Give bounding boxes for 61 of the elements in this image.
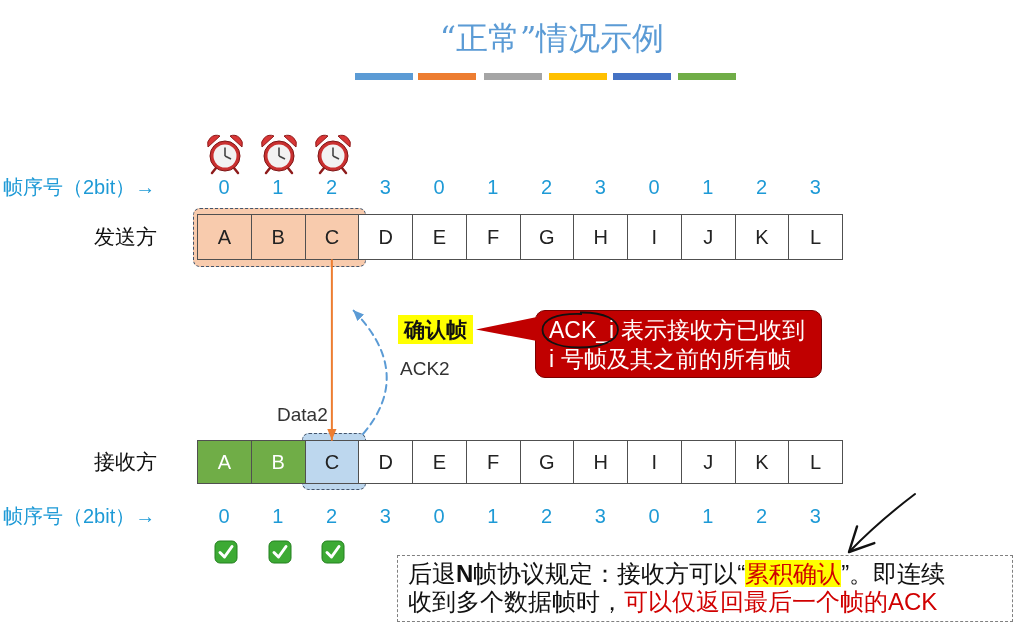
- sequence-number: 0: [433, 504, 445, 529]
- frame-cell: L: [788, 440, 843, 484]
- row-label: 发送方: [94, 224, 157, 250]
- frame-cell: E: [412, 440, 467, 484]
- frame-cell: B: [250, 214, 306, 260]
- sequence-number: 2: [755, 175, 768, 200]
- frame-cell: E: [412, 214, 467, 260]
- sequence-number: 0: [218, 175, 230, 200]
- frame-cell: D: [358, 440, 413, 484]
- frame-cell: J: [680, 440, 736, 484]
- row-label: 帧序号（2bit）→: [3, 175, 156, 200]
- title: “正常”情况示例: [439, 18, 665, 59]
- row-label: 接收方: [94, 449, 157, 475]
- sequence-number: 1: [272, 504, 284, 529]
- sequence-number: 3: [809, 175, 821, 200]
- sequence-number: 1: [702, 175, 714, 200]
- dashed-arrow: [352, 309, 388, 435]
- sequence-number: 3: [379, 175, 391, 200]
- frame-cell: H: [573, 214, 628, 260]
- frame-cell: F: [465, 214, 521, 260]
- sequence-number: 0: [218, 504, 230, 529]
- frame-cell: A: [197, 440, 252, 484]
- frame-cell: H: [573, 440, 628, 484]
- highlight-label: 确认帧: [398, 315, 473, 344]
- frame-cell: C: [304, 440, 360, 484]
- sequence-number: 0: [648, 504, 660, 529]
- sequence-number: 3: [809, 504, 821, 529]
- hand-drawn-arrow: [847, 493, 916, 554]
- frame-cell: B: [250, 440, 306, 484]
- frame-cell: C: [304, 214, 360, 260]
- callout-bubble: ACK_i 表示接收方已收到i 号帧及其之前的所有帧: [535, 310, 822, 378]
- frame-cell: K: [734, 440, 790, 484]
- sequence-number: 2: [540, 504, 553, 529]
- sequence-number: 0: [648, 175, 660, 200]
- sequence-number: 3: [594, 175, 606, 200]
- note-box: 后退N帧协议规定：接收方可以“累积确认”。即连续收到多个数据帧时，可以仅返回最后一个帧的ACK: [397, 555, 1013, 622]
- window-frame: [193, 208, 366, 267]
- frame-cell: G: [519, 214, 575, 260]
- sequence-number: 3: [594, 504, 606, 529]
- arrow: [327, 259, 337, 441]
- frame-cell: A: [197, 214, 252, 260]
- sequence-number: 3: [379, 504, 391, 529]
- frame-cell: J: [680, 214, 736, 260]
- sequence-number: 1: [272, 175, 284, 200]
- callout-pointer: [476, 317, 538, 341]
- frame-cell: F: [465, 440, 521, 484]
- sequence-number: 1: [487, 504, 499, 529]
- frame-cell: I: [627, 440, 682, 484]
- row-label: 帧序号（2bit）→: [3, 504, 156, 529]
- sequence-number: 1: [487, 175, 499, 200]
- frame-cell: I: [627, 214, 682, 260]
- frame-cell: K: [734, 214, 790, 260]
- sequence-number: 0: [433, 175, 445, 200]
- sequence-number: 2: [540, 175, 553, 200]
- frame-cell: D: [358, 214, 413, 260]
- frame-cell: L: [788, 214, 843, 260]
- sequence-number: 2: [325, 504, 338, 529]
- sequence-number: 1: [702, 504, 714, 529]
- sequence-number: 2: [755, 504, 768, 529]
- frame-cell: G: [519, 440, 575, 484]
- sequence-number: 2: [325, 175, 338, 200]
